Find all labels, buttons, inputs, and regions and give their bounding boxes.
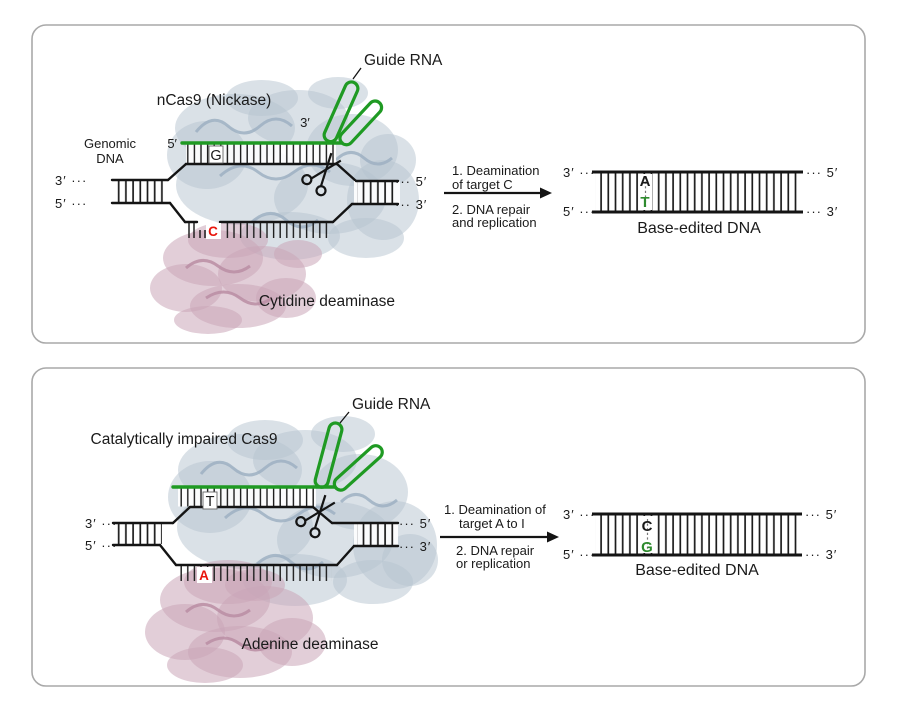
- dna-end-right-top: ··· 5′: [399, 516, 431, 531]
- genomic-dna-label-line2: DNA: [96, 151, 124, 166]
- step1-line2: target A to I: [459, 516, 525, 531]
- result-end-left-bottom: 5′ ···: [563, 204, 595, 219]
- result-caption: Base-edited DNA: [637, 220, 761, 237]
- reaction-steps: 1. Deamination of target C 2. DNA repair…: [444, 163, 552, 230]
- result-end-left-top: 3′ ···: [563, 165, 595, 180]
- edited-top-base: A: [640, 173, 651, 190]
- deaminase-label: Cytidine deaminase: [259, 293, 395, 310]
- step2-line1: 2. DNA repair: [456, 543, 535, 558]
- adenine-deaminase-blob: [145, 560, 326, 683]
- step1-line1: 1. Deamination of: [444, 502, 546, 517]
- guide-rna-three-prime: 3′: [300, 115, 310, 130]
- cytidine-deaminase-blob: [150, 222, 322, 334]
- enzyme-label: nCas9 (Nickase): [157, 92, 272, 109]
- step1-line2: of target C: [452, 177, 513, 192]
- protospacer-base: T: [206, 494, 215, 510]
- result-end-right-bottom: ··· 3′: [806, 204, 838, 219]
- guide-rna-five-prime: 5′: [167, 136, 177, 151]
- genomic-dna-label-line1: Genomic: [84, 136, 137, 151]
- result-end-left-bottom: 5′ ···: [563, 547, 595, 562]
- dna-end-right-bottom: ··· 3′: [399, 539, 431, 554]
- guide-rna-hairpin-icon: [332, 444, 384, 492]
- target-base: C: [208, 224, 218, 239]
- reaction-arrowhead: [547, 531, 559, 543]
- protospacer-base-box: [208, 145, 224, 164]
- dna-end-right-top: ··· 5′: [395, 174, 427, 189]
- result-end-right-top: ··· 5′: [805, 507, 837, 522]
- genomic-dna-complex: T A: [111, 421, 400, 583]
- deaminase-label: Adenine deaminase: [241, 636, 378, 653]
- step2-line2: or replication: [456, 556, 530, 571]
- panel-top-cytosine-base-editor: G C nCas9 (Nickase) Guide RNA 3′ 5′ Geno…: [31, 24, 866, 344]
- dna-end-left-bottom: 5′ ···: [55, 196, 87, 211]
- result-end-right-top: ··· 5′: [806, 165, 838, 180]
- enzyme-label: Catalytically impaired Cas9: [91, 431, 278, 448]
- dna-end-left-top: 3′ ···: [85, 516, 117, 531]
- dna-end-left-top: 3′ ···: [55, 173, 87, 188]
- dna-end-right-bottom: ··· 3′: [395, 197, 427, 212]
- guide-rna-hairpin-icon: [313, 421, 344, 489]
- result-end-left-top: 3′ ···: [563, 507, 595, 522]
- dna-end-left-bottom: 5′ ···: [85, 538, 117, 553]
- genomic-dna-complex: G C: [110, 80, 400, 239]
- protospacer-base: G: [210, 148, 221, 164]
- result-caption: Base-edited DNA: [635, 562, 759, 579]
- target-base-halo: [197, 567, 212, 583]
- edited-bottom-base: G: [641, 539, 653, 556]
- guide-rna-pointer-line: [339, 411, 350, 424]
- base-edited-dna: C G 3′ ··· 5′ ··· ··· 5′ ··· 3′ Base-edi…: [563, 507, 837, 579]
- guide-rna-label: Guide RNA: [364, 52, 443, 69]
- guide-rna-label: Guide RNA: [352, 396, 431, 413]
- step1-line1: 1. Deamination: [452, 163, 539, 178]
- edited-top-base: C: [642, 518, 653, 535]
- guide-rna-hairpin-icon: [338, 99, 384, 147]
- target-base: A: [199, 568, 209, 583]
- reaction-steps: 1. Deamination of target A to I 2. DNA r…: [440, 502, 559, 571]
- guide-rna-hairpin-icon: [322, 80, 360, 144]
- reaction-arrowhead: [540, 187, 552, 199]
- step2-line1: 2. DNA repair: [452, 202, 531, 217]
- panel-bottom-adenine-base-editor: T A Catalytically impaired Cas9 Guide RN…: [31, 367, 866, 687]
- protospacer-base-box: [202, 491, 218, 510]
- step2-line2: and replication: [452, 215, 537, 230]
- edited-bottom-base: T: [640, 194, 649, 211]
- guide-rna-pointer-line: [352, 67, 362, 80]
- target-base-halo: [206, 223, 221, 239]
- result-end-right-bottom: ··· 3′: [805, 547, 837, 562]
- base-edited-dna: A T 3′ ··· 5′ ··· ··· 5′ ··· 3′ Base-edi…: [563, 165, 838, 237]
